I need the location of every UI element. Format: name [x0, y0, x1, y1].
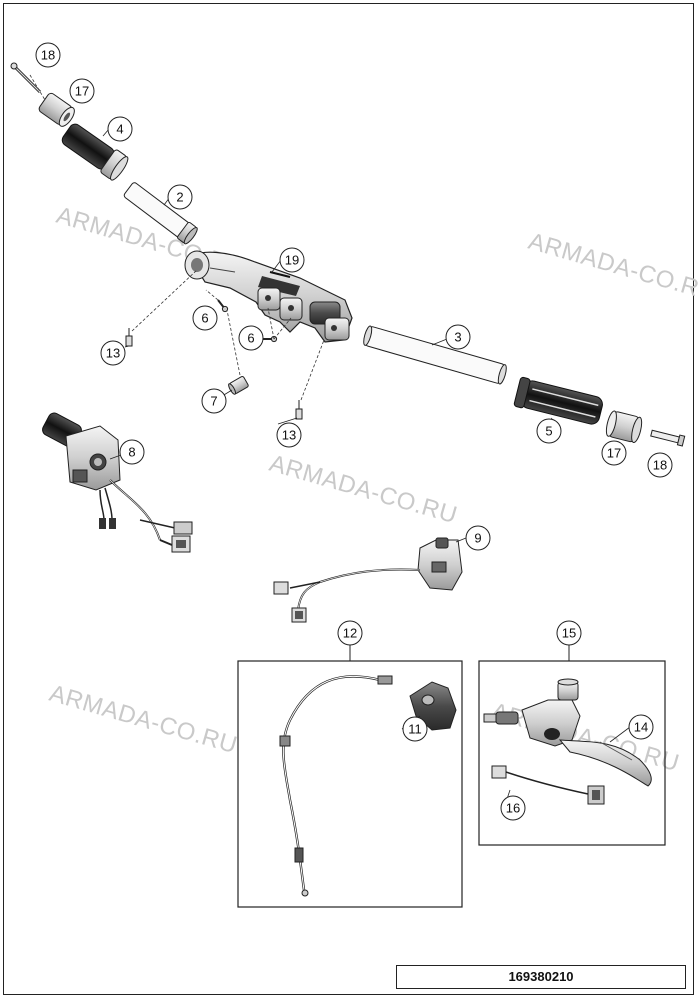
callout-label: 7 — [210, 394, 217, 409]
callout-label: 11 — [408, 722, 422, 737]
callout-16: 16 — [500, 795, 526, 821]
callout-11: 11 — [402, 716, 428, 742]
callout-13: 13 — [276, 422, 302, 448]
callout-15: 15 — [556, 620, 582, 646]
watermark: ARMADA-CO.RU — [266, 450, 460, 529]
callout-label: 13 — [282, 428, 296, 443]
callout-7: 7 — [201, 388, 227, 414]
bar-end-weight-left — [38, 92, 75, 127]
callout-label: 12 — [343, 626, 357, 641]
bar-end-screw-left — [10, 62, 42, 94]
callout-18: 18 — [647, 452, 673, 478]
outer-frame — [3, 3, 694, 995]
watermark: ARMADA-CO.RU — [525, 228, 699, 307]
callout-3: 3 — [445, 324, 471, 350]
grip-left — [61, 123, 129, 181]
callout-14: 14 — [628, 714, 654, 740]
callout-label: 18 — [653, 458, 667, 473]
callout-9: 9 — [465, 525, 491, 551]
callout-label: 6 — [201, 311, 208, 326]
callout-2: 2 — [167, 184, 193, 210]
bar-end-weight-right — [605, 410, 643, 444]
callout-label: 16 — [506, 801, 520, 816]
callout-6: 6 — [238, 325, 264, 351]
clutch-switch — [491, 765, 605, 805]
cable-cover — [409, 681, 457, 731]
callout-label: 13 — [106, 346, 120, 361]
assembly-lines — [29, 74, 325, 401]
callout-label: 19 — [285, 253, 299, 268]
callout-label: 5 — [545, 424, 552, 439]
watermark: ARMADA-CO.RU — [46, 680, 240, 759]
callouts: 18 17 4 2 19 6 6 13 7 3 13 5 17 18 8 9 1… — [35, 42, 673, 821]
callout-19: 19 — [279, 247, 305, 273]
clutch-lever-assembly — [483, 678, 652, 787]
watermarks: ARMADA-CO.RU ARMADA-CO.RU ARMADA-CO.RU A… — [46, 202, 699, 777]
clutch-cable — [279, 675, 393, 897]
throttle-assembly — [42, 412, 193, 553]
callout-label: 17 — [607, 446, 621, 461]
handlebar-clamp-assembly — [184, 250, 353, 343]
callout-label: 9 — [474, 531, 481, 546]
grip-right — [513, 376, 603, 425]
throttle-tube — [123, 182, 198, 245]
callout-13: 13 — [100, 340, 126, 366]
callout-17: 17 — [69, 78, 95, 104]
callout-17: 17 — [601, 440, 627, 466]
handlebar-tube-right — [363, 325, 507, 385]
callout-label: 18 — [41, 48, 55, 63]
callout-6: 6 — [192, 305, 218, 331]
callout-12: 12 — [337, 620, 363, 646]
bolt-7 — [228, 376, 249, 395]
group-box-15 — [478, 660, 666, 846]
callout-4: 4 — [107, 116, 133, 142]
callout-label: 2 — [176, 190, 183, 205]
callout-label: 4 — [116, 122, 123, 137]
callout-label: 15 — [562, 626, 576, 641]
bar-end-screw-right — [650, 429, 686, 447]
callout-label: 3 — [454, 330, 461, 345]
diagram-code: 169380210 — [396, 965, 686, 989]
callout-5: 5 — [536, 418, 562, 444]
callout-label: 8 — [128, 445, 135, 460]
callout-label: 14 — [634, 720, 648, 735]
callout-18: 18 — [35, 42, 61, 68]
watermark: ARMADA-CO.RU — [488, 698, 682, 777]
callout-label: 6 — [247, 331, 254, 346]
left-switch-assembly — [273, 537, 463, 623]
callout-label: 17 — [75, 84, 89, 99]
callout-8: 8 — [119, 439, 145, 465]
